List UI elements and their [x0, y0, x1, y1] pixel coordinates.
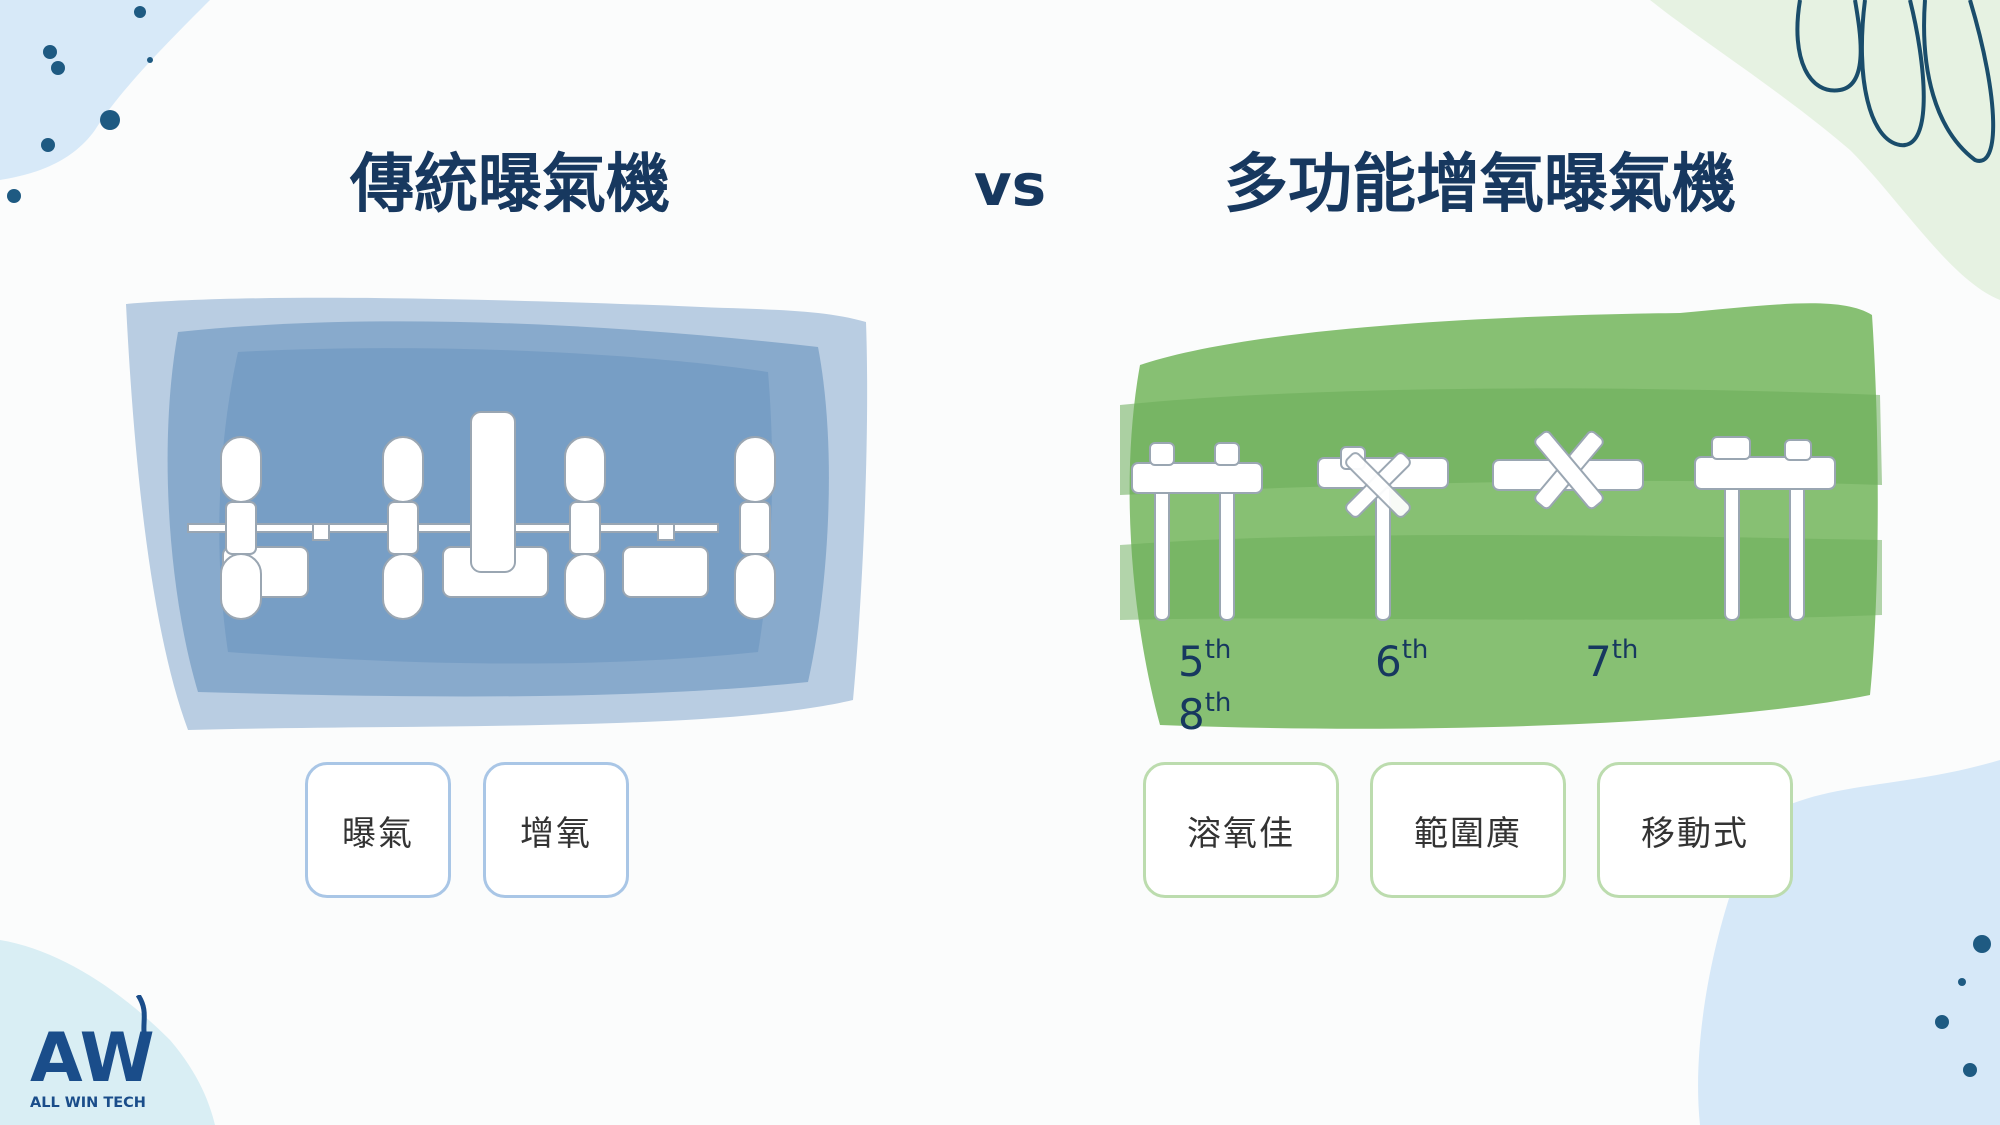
traditional-aerator-title: 傳統曝氣機 [350, 148, 670, 222]
generation-label-6th: 6th [1375, 635, 1429, 686]
logo-mark: AW [30, 1019, 155, 1098]
generation-label-7th: 7th [1585, 635, 1639, 686]
feature-dissolved-oxygen: 溶氧佳 [1143, 762, 1339, 898]
multifunction-aerator-panel: 5th 6th 7th 8th [1120, 295, 1882, 739]
generation-label-8th: 8th [1178, 688, 1232, 739]
feature-wide-range: 範圍廣 [1370, 762, 1566, 898]
feature-oxygenation: 增氧 [483, 762, 629, 898]
feature-mobile: 移動式 [1597, 762, 1793, 898]
feature-aeration: 曝氣 [305, 762, 451, 898]
logo-text: ALL WIN TECH [30, 1095, 146, 1111]
multi-function-aerator-icon [1120, 303, 1882, 729]
generation-label-5th: 5th [1178, 635, 1232, 686]
multifunction-aerator-title: 多功能增氧曝氣機 [1224, 148, 1736, 222]
paddlewheel-aerator-icon [126, 297, 868, 730]
versus-label: vs [973, 151, 1047, 219]
allwin-logo-icon: AW ALL WIN TECH [30, 995, 155, 1111]
traditional-aerator-panel [118, 292, 870, 732]
